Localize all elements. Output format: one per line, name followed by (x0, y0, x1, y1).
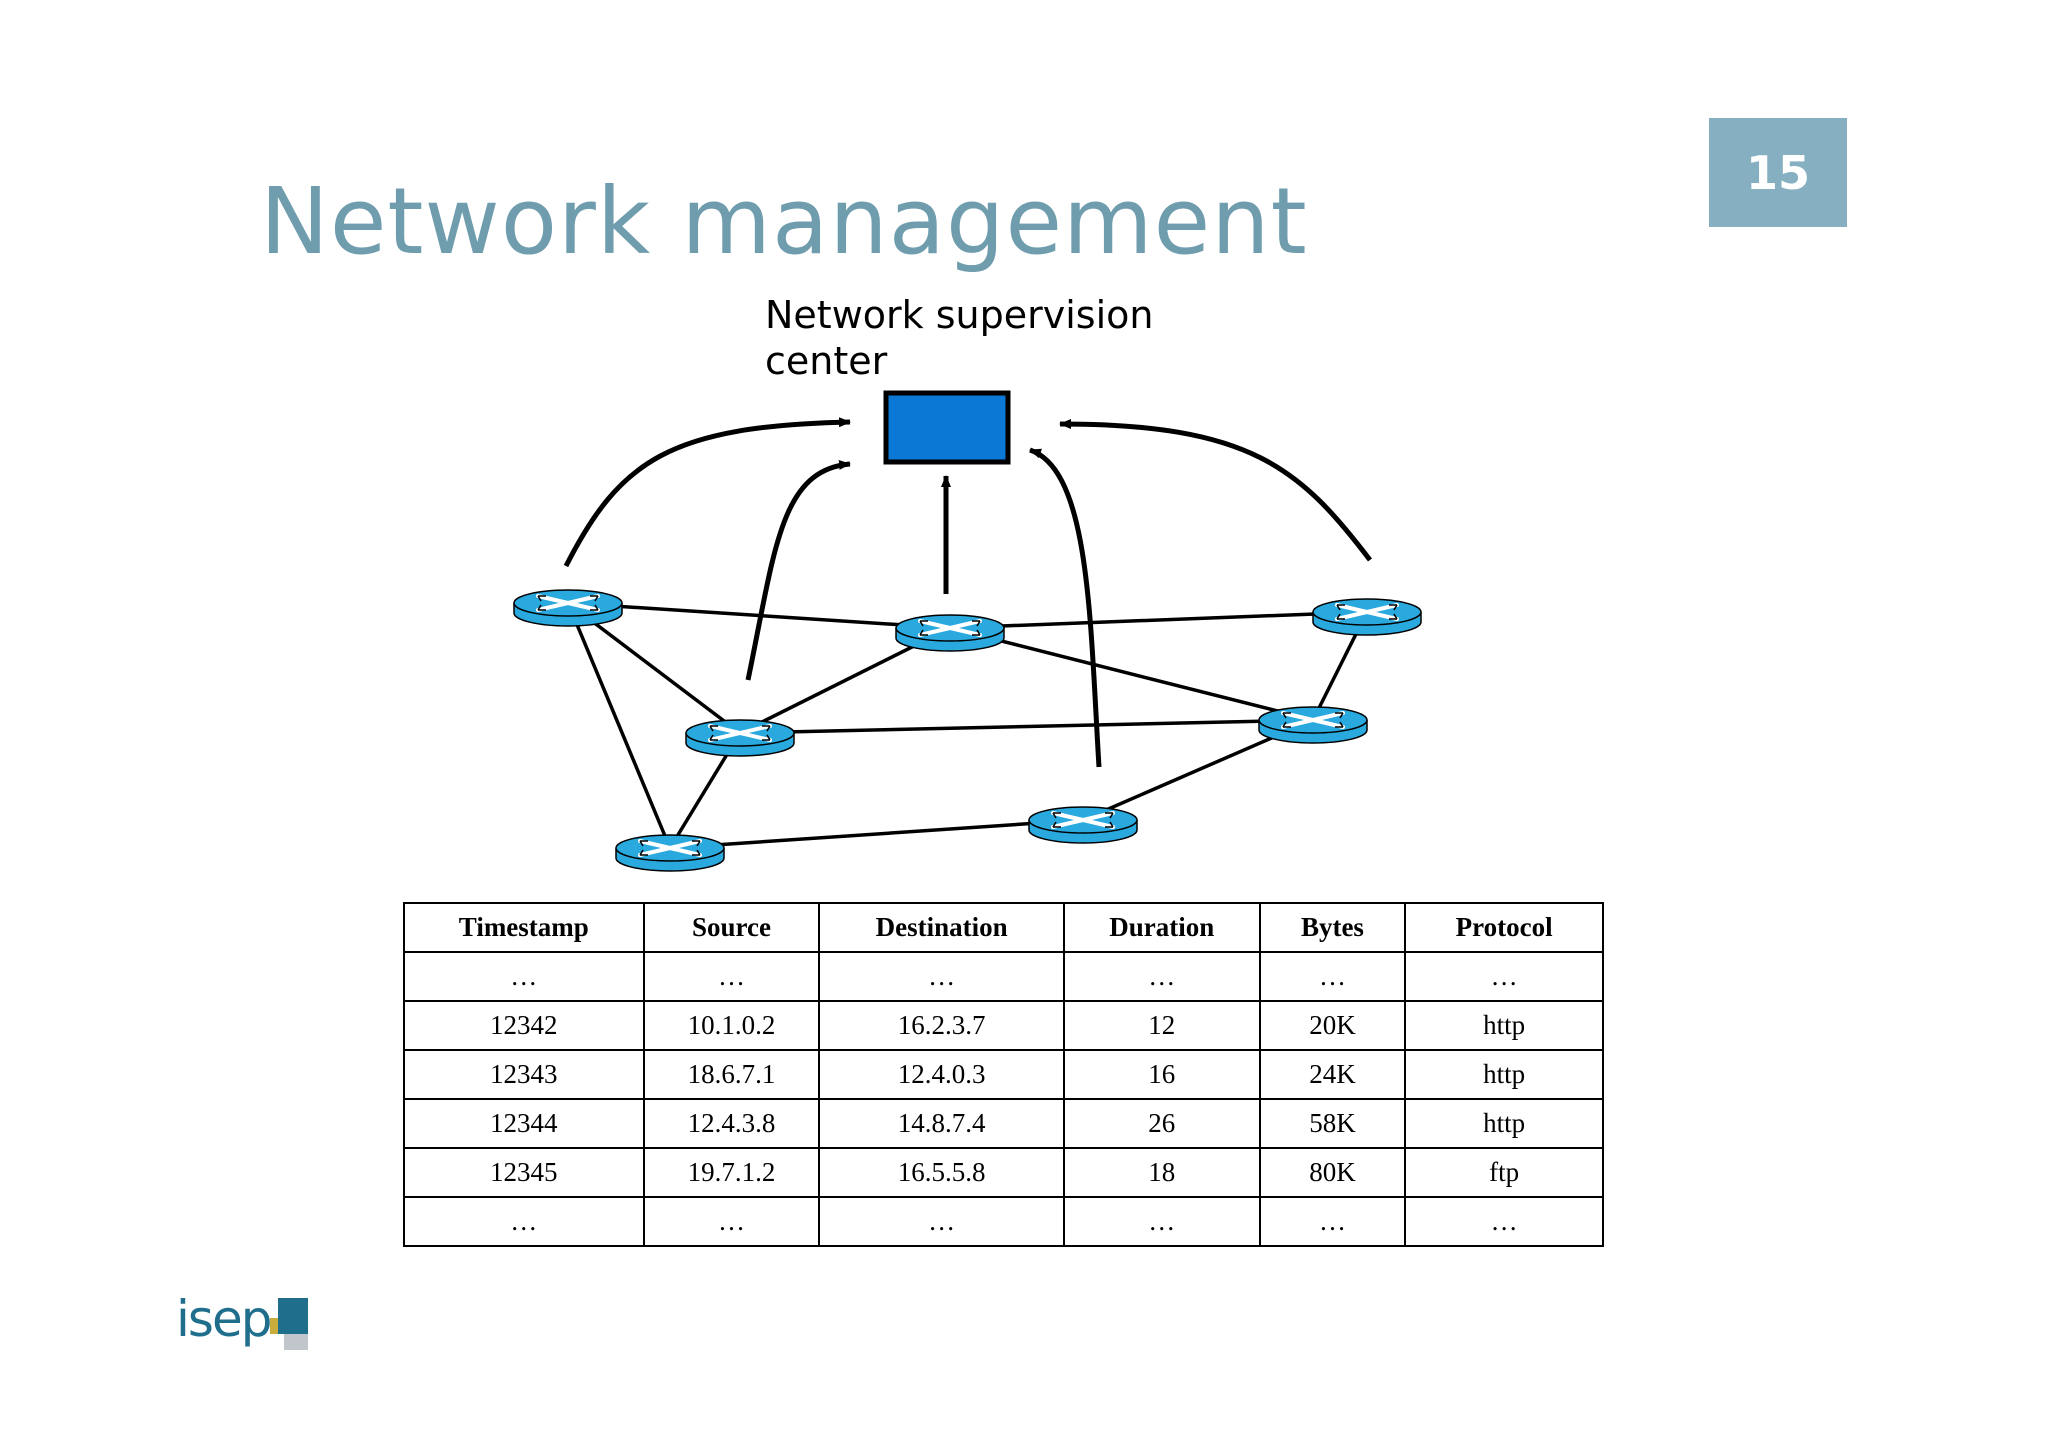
link (949, 626, 1314, 722)
cell-source: 19.7.1.2 (642, 1147, 821, 1198)
cell-source: … (642, 951, 821, 1002)
cell-protocol: ftp (1404, 1147, 1604, 1198)
cell-timestamp: … (403, 1196, 645, 1247)
cell-destination: 12.4.0.3 (818, 1049, 1065, 1100)
cell-duration: 18 (1062, 1147, 1261, 1198)
link (566, 602, 672, 849)
report-arrows (563, 417, 1372, 768)
cell-timestamp: … (403, 951, 645, 1002)
cell-duration: 12 (1062, 1000, 1261, 1051)
cell-timestamp: 12342 (403, 1000, 645, 1051)
cell-bytes: 20K (1258, 1000, 1407, 1051)
cell-protocol: http (1404, 1098, 1604, 1149)
cell-timestamp: 12344 (403, 1098, 645, 1149)
isep-logo: isep (176, 1290, 336, 1360)
table-row: 12342 10.1.0.2 16.2.3.7 12 20K http (403, 1000, 1604, 1051)
report-arrow (1029, 447, 1102, 768)
header-protocol: Protocol (1404, 902, 1604, 953)
table-row: 12343 18.6.7.1 12.4.0.3 16 24K http (403, 1049, 1604, 1100)
link (669, 818, 1084, 850)
cell-protocol: http (1404, 1049, 1604, 1100)
table-row: 12344 12.4.3.8 14.8.7.4 26 58K http (403, 1098, 1604, 1149)
header-source: Source (642, 902, 821, 953)
cell-bytes: … (1258, 951, 1407, 1002)
cell-protocol: … (1404, 1196, 1604, 1247)
header-duration: Duration (1062, 902, 1261, 953)
header-timestamp: Timestamp (403, 902, 645, 953)
header-destination: Destination (818, 902, 1065, 953)
cell-duration: 26 (1062, 1098, 1261, 1149)
cell-protocol: … (1404, 951, 1604, 1002)
cell-bytes: … (1258, 1196, 1407, 1247)
router-a-icon (513, 589, 623, 627)
cell-destination: 16.5.5.8 (818, 1147, 1065, 1198)
router-b-icon (895, 614, 1005, 652)
cell-timestamp: 12343 (403, 1049, 645, 1100)
cell-timestamp: 12345 (403, 1147, 645, 1198)
cell-destination: … (818, 951, 1065, 1002)
cell-destination: 14.8.7.4 (818, 1098, 1065, 1149)
logo-squares-icon (270, 1298, 308, 1350)
report-arrow (745, 459, 851, 681)
cell-duration: 16 (1062, 1049, 1261, 1100)
router-d-icon (685, 719, 795, 757)
cell-bytes: 24K (1258, 1049, 1407, 1100)
cell-destination: … (818, 1196, 1065, 1247)
router-g-icon (1028, 806, 1138, 844)
link (739, 718, 1314, 735)
table-row: … … … … … … (403, 951, 1604, 1002)
cell-source: 10.1.0.2 (642, 1000, 821, 1051)
slide-title: Network management (260, 168, 1308, 275)
flow-records-table: Timestamp Source Destination Duration By… (403, 902, 1604, 1247)
table-row: 12345 19.7.1.2 16.5.5.8 18 80K ftp (403, 1147, 1604, 1198)
cell-destination: 16.2.3.7 (818, 1000, 1065, 1051)
logo-text: isep (176, 1290, 272, 1348)
cell-source: … (642, 1196, 821, 1247)
router-f-icon (615, 834, 725, 872)
report-arrow (1059, 419, 1372, 562)
network-links (566, 601, 1369, 850)
cell-duration: … (1062, 951, 1261, 1002)
supervision-center-label: Network supervision center (765, 293, 1154, 383)
cell-bytes: 58K (1258, 1098, 1407, 1149)
cell-protocol: http (1404, 1000, 1604, 1051)
router-c-icon (1312, 598, 1422, 636)
table-header-row: Timestamp Source Destination Duration By… (403, 902, 1604, 953)
link (949, 610, 1368, 630)
cell-duration: … (1062, 1196, 1261, 1247)
cell-source: 18.6.7.1 (642, 1049, 821, 1100)
cell-source: 12.4.3.8 (642, 1098, 821, 1149)
router-e-icon (1258, 706, 1368, 744)
header-bytes: Bytes (1258, 902, 1407, 953)
routers (513, 589, 1422, 872)
slide-number: 15 (1709, 118, 1847, 227)
table-row: … … … … … … (403, 1196, 1604, 1247)
report-arrow (563, 417, 851, 568)
supervision-center-box (883, 390, 1011, 465)
cell-bytes: 80K (1258, 1147, 1407, 1198)
